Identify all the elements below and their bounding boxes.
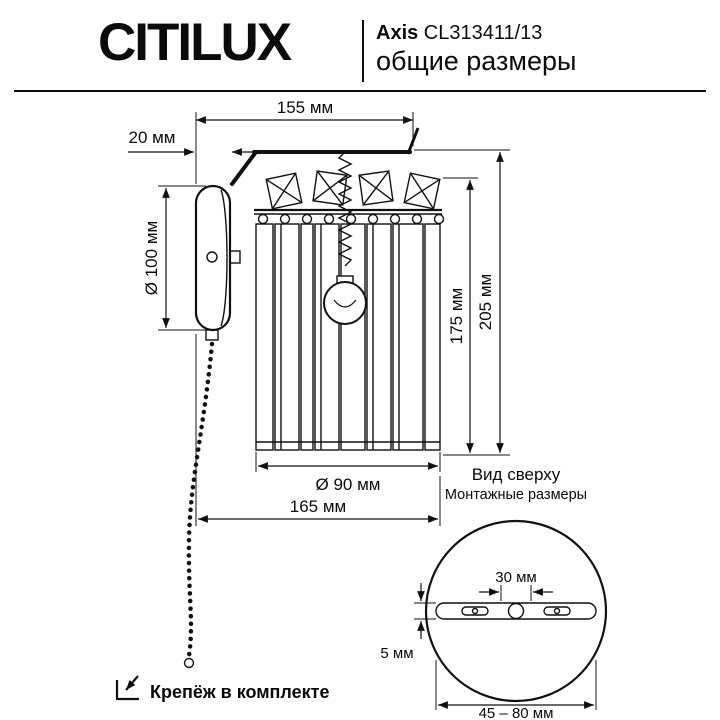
lamp-bulb: [323, 275, 367, 325]
crystal-shade: [254, 151, 445, 451]
brand-logo: CITILUX: [98, 13, 292, 72]
crystal-band: [254, 170, 445, 225]
fastener-icon: [115, 675, 139, 701]
dimension-shade-height-175: 175 мм: [443, 177, 510, 456]
dimension-wall-offset-20: 20 мм: [128, 128, 258, 156]
mounting-bar: [435, 602, 597, 620]
dimension-slot-height-5: 5 мм: [380, 583, 436, 662]
footer-note-text: Крепёж в комплекте: [150, 682, 329, 702]
dim-label-wall-offset: 20 мм: [128, 128, 175, 147]
header-divider-vertical: [362, 20, 364, 82]
dimension-mount-range-45-80: 45 – 80 мм: [435, 660, 597, 720]
dimension-shade-diameter-90: Ø 90 мм: [255, 452, 441, 494]
dimension-hole-spacing-30: 30 мм: [479, 569, 553, 601]
model-name: Axis: [376, 22, 419, 44]
top-view-subtitle: Монтажные размеры: [445, 487, 587, 503]
side-view-drawing: 155 мм 20 мм Ø 100 мм 175 мм: [128, 98, 510, 669]
dim-label-width: 155 мм: [277, 98, 333, 117]
dimension-total-height-205: 205 мм: [414, 149, 510, 453]
top-view-drawing: Вид сверху Монтажные размеры 30 мм: [380, 465, 608, 720]
dim-label-mount-range: 45 – 80 мм: [479, 705, 554, 720]
dimension-plate-diameter-100: Ø 100 мм: [142, 185, 206, 331]
model-code: CL313411/13: [418, 22, 543, 44]
header-rule: [14, 90, 706, 92]
dim-label-plate-diameter: Ø 100 мм: [142, 221, 161, 295]
crystal-strips: [255, 223, 441, 451]
footer-note: Крепёж в комплекте: [115, 675, 329, 702]
dim-label-shade-diameter: Ø 90 мм: [316, 475, 381, 494]
mounting-circle: [424, 519, 608, 703]
dimension-total-depth-165: 165 мм: [195, 334, 441, 526]
model-line: Axis CL313411/13: [376, 22, 542, 45]
dim-label-total-depth: 165 мм: [290, 497, 346, 516]
header-subtitle: общие размеры: [376, 46, 577, 76]
dimension-width-155: 155 мм: [195, 98, 414, 184]
top-view-title: Вид сверху: [472, 465, 561, 484]
wall-plate: [194, 184, 241, 332]
dim-label-hole-spacing: 30 мм: [495, 569, 536, 586]
dim-label-total-height: 205 мм: [476, 274, 495, 330]
dim-label-slot-height: 5 мм: [380, 645, 413, 662]
pull-chain: [183, 329, 219, 669]
dim-label-shade-height: 175 мм: [447, 288, 466, 344]
